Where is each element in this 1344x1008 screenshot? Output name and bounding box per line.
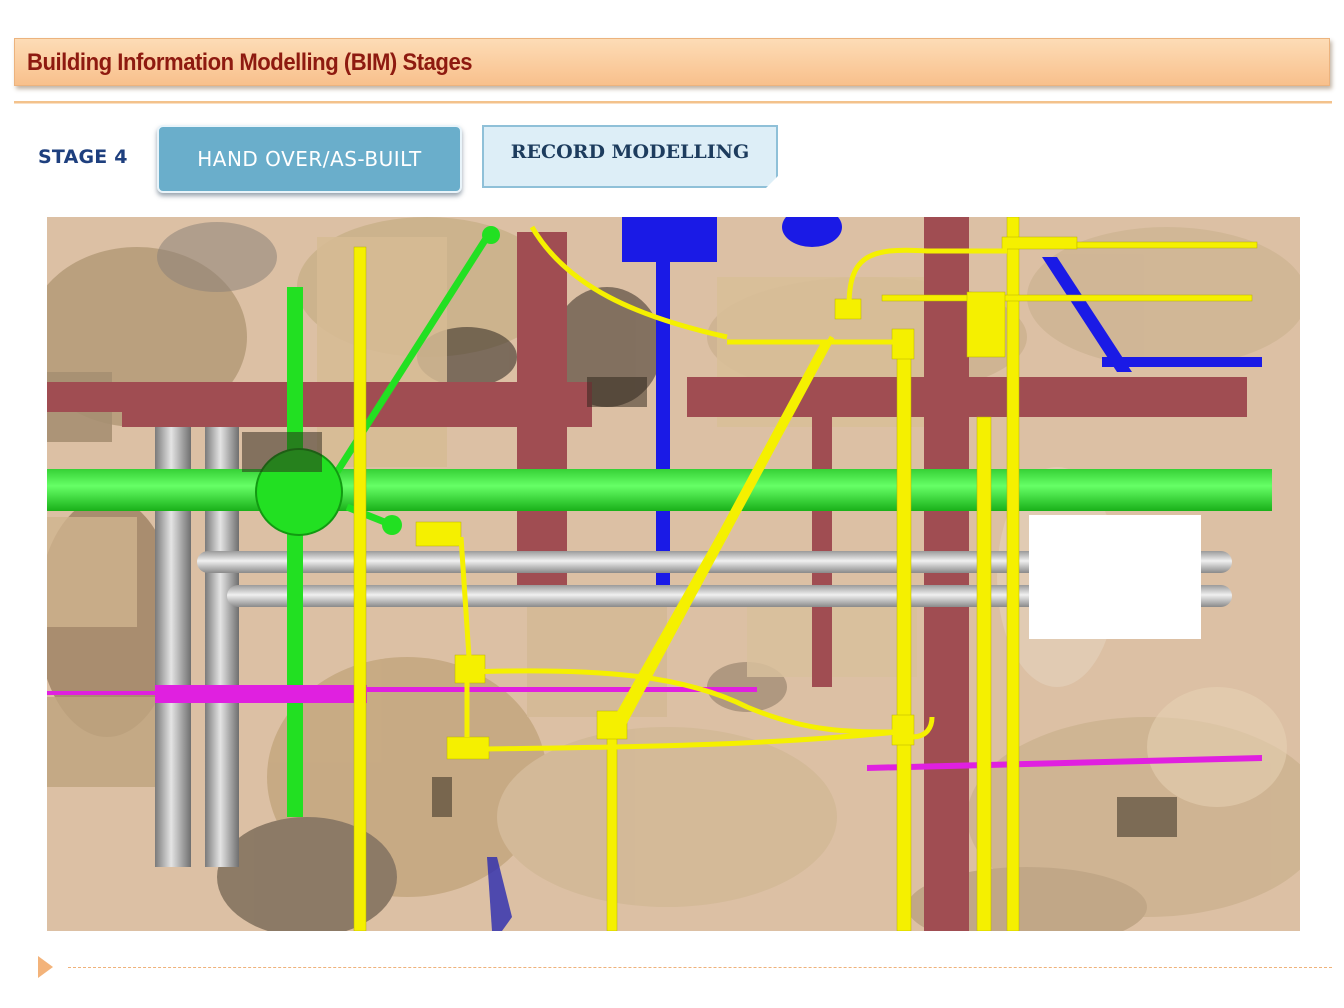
title-divider (14, 101, 1332, 104)
page-title: Building Information Modelling (BIM) Sta… (27, 49, 473, 76)
hand-over-as-built-button[interactable]: HAND OVER/AS-BUILT (157, 125, 462, 193)
bim-scene (47, 217, 1300, 931)
footer-arrow-icon (38, 956, 53, 978)
stage-label: STAGE 4 (38, 146, 128, 168)
footer-divider (68, 967, 1332, 968)
title-bar: Building Information Modelling (BIM) Sta… (14, 38, 1330, 86)
point-cloud-bim-image (47, 217, 1300, 931)
record-modelling-tab[interactable]: RECORD MODELLING (482, 125, 778, 188)
folded-corner (766, 176, 778, 188)
record-modelling-label: RECORD MODELLING (510, 141, 750, 163)
